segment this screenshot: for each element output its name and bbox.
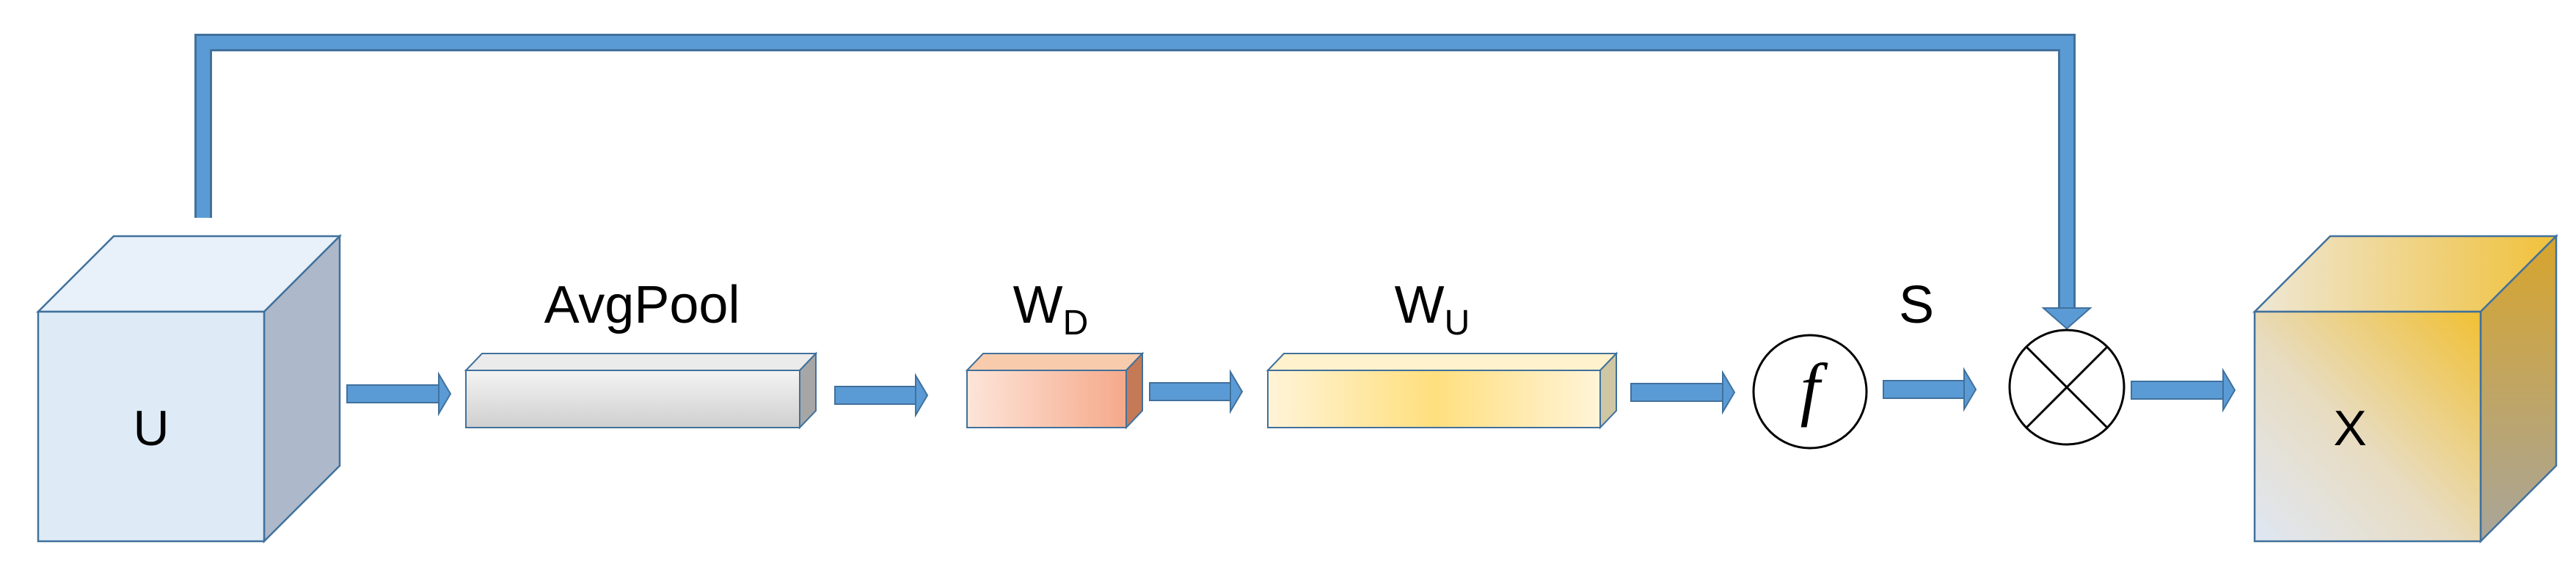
avgpool-label: AvgPool: [544, 276, 740, 334]
avgpool-front: [465, 370, 800, 428]
wu-front: [1267, 370, 1601, 428]
cube-u-front: [37, 310, 266, 543]
circle-times-icon: [2008, 329, 2126, 446]
arrow-avgpool-to-wd: [834, 373, 929, 418]
wd-label-sub: D: [1063, 304, 1089, 343]
wu-label-sub: U: [1445, 304, 1470, 343]
wu-top: [1266, 353, 1619, 371]
wd-label: WD: [1013, 276, 1089, 343]
avgpool-top: [464, 353, 818, 371]
cube-u-label: U: [133, 400, 169, 456]
wd-label-main: W: [1013, 276, 1063, 334]
wu-label: WU: [1395, 276, 1470, 343]
input-cube-u: U: [35, 233, 343, 544]
s-label: S: [1899, 276, 1934, 334]
wd-block: WD: [965, 276, 1145, 430]
wd-front: [966, 370, 1127, 428]
skip-arrow-head: [2041, 307, 2092, 330]
arrow-f-to-multiply: [1883, 367, 1977, 412]
arrow-wu-to-f: [1630, 370, 1736, 415]
cube-x-label: X: [2333, 400, 2366, 456]
output-cube-x: X: [2252, 233, 2559, 544]
wu-label-main: W: [1395, 276, 1445, 334]
arrow-wd-to-wu: [1149, 369, 1244, 414]
circled-f-icon: f: [1752, 334, 1868, 450]
skip-connection: [194, 34, 2092, 330]
wd-top: [965, 353, 1145, 371]
avgpool-block: AvgPool: [464, 276, 818, 430]
wu-block: WU: [1266, 276, 1619, 430]
cube-x-front: [2253, 310, 2482, 543]
arrow-multiply-to-x: [2131, 367, 2236, 413]
arrow-u-to-avgpool: [346, 371, 452, 417]
skip-connection-line-fill: [197, 36, 2073, 310]
skip-connection-line: [194, 34, 2076, 310]
